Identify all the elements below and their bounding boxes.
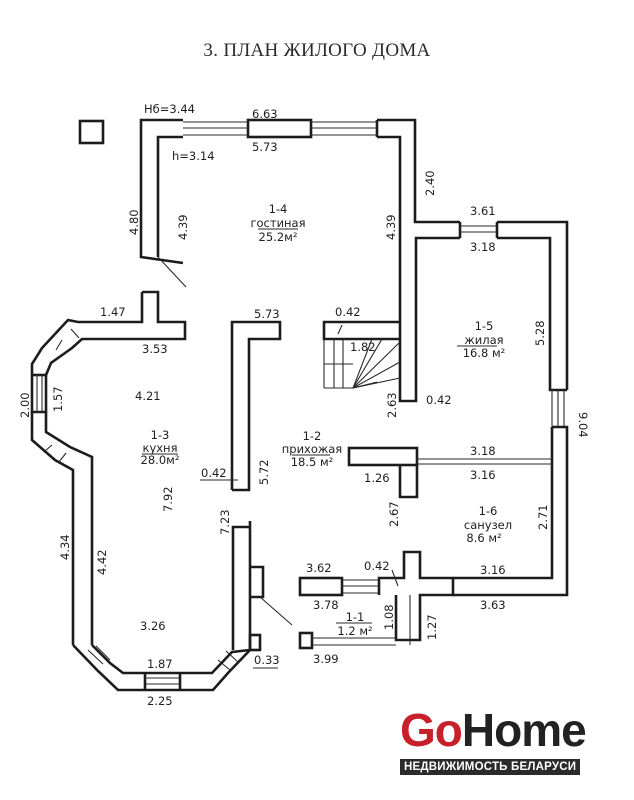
dim-kitchen-width: 4.21 bbox=[135, 389, 161, 403]
dim-top-inner: 5.73 bbox=[252, 140, 278, 154]
dim-bath-top-inner: 3.16 bbox=[470, 468, 496, 482]
vestibule-walls bbox=[298, 550, 455, 650]
dim-hall-partition-top: 5.73 bbox=[254, 307, 280, 321]
dim-bath-bottom-outer: 3.63 bbox=[480, 598, 506, 612]
room-area: 28.0м² bbox=[141, 453, 180, 467]
room-name: жилая bbox=[464, 333, 503, 347]
room-name: прихожая bbox=[282, 442, 342, 456]
dim-bedroom-right: 5.28 bbox=[533, 320, 547, 346]
room-area: 1.2 м² bbox=[337, 624, 372, 638]
room-name: кухня bbox=[143, 441, 178, 455]
dim-stair-width: 1.82 bbox=[350, 340, 376, 354]
dim-kitchen-left-inner: 4.42 bbox=[95, 549, 109, 575]
room-id: 1-2 bbox=[303, 429, 322, 443]
dim-bath-partition: 1.26 bbox=[364, 471, 390, 485]
dim-hall-partition-left: 0.42 bbox=[201, 466, 227, 480]
logo-tagline: НЕДВИЖИМОСТЬ БЕЛАРУСИ bbox=[400, 759, 581, 775]
room-area: 25.2м² bbox=[259, 230, 298, 244]
logo-home: Home bbox=[461, 704, 587, 756]
dim-bath-partition-height: 2.67 bbox=[387, 501, 401, 527]
dim-kitchen-corner: 0.33 bbox=[254, 653, 280, 667]
room-1-4-label: 1-4 гостиная 25.2м² bbox=[250, 202, 305, 244]
bathroom-walls bbox=[347, 425, 569, 597]
dim-living-left-inner: 4.39 bbox=[176, 214, 190, 240]
room-name: гостиная bbox=[250, 216, 305, 230]
dim-stair-wall: 0.42 bbox=[335, 305, 361, 319]
logo-go: Go bbox=[400, 704, 463, 756]
room-name: санузел bbox=[464, 518, 512, 532]
dim-kitchen-bottom-inner: 1.87 bbox=[147, 657, 173, 671]
dim-kitchen-bay-outer: 2.00 bbox=[18, 392, 32, 418]
room-area: 16.8 м² bbox=[463, 346, 506, 360]
dim-kitchen-bay-inner: 1.57 bbox=[51, 386, 65, 412]
room-id: 1-6 bbox=[479, 504, 498, 518]
room-1-1-label: 1-1 1.2 м² bbox=[336, 610, 373, 638]
room-id: 1-4 bbox=[269, 202, 288, 216]
dim-right-overall: 9.04 bbox=[576, 412, 590, 438]
dim-kitchen-left-outer: 4.34 bbox=[58, 534, 72, 560]
bedroom-walls bbox=[398, 220, 569, 427]
dim-stair-height: 2.63 bbox=[385, 392, 399, 418]
hall-partition bbox=[200, 320, 282, 492]
dim-top-outer: 6.63 bbox=[252, 107, 278, 121]
plan-title: 3. ПЛАН ЖИЛОГО ДОМА bbox=[203, 40, 431, 61]
dim-hall-partition-height: 5.72 bbox=[257, 459, 271, 485]
dim-kitchen-length: 7.92 bbox=[161, 486, 175, 512]
dim-bedroom-wall: 0.42 bbox=[426, 393, 452, 407]
dim-kitchen-right: 7.23 bbox=[218, 509, 232, 535]
column-marker bbox=[78, 119, 105, 145]
dim-kitchen-top-outer: 1.47 bbox=[100, 305, 126, 319]
dim-bedroom-top-inner: 3.18 bbox=[470, 240, 496, 254]
dim-bath-right: 2.71 bbox=[536, 504, 550, 530]
room-id: 1-5 bbox=[475, 319, 494, 333]
room-1-2-label: 1-2 прихожая 18.5 м² bbox=[282, 429, 342, 469]
room-area: 18.5 м² bbox=[291, 455, 334, 469]
dim-living-right-inner: 4.39 bbox=[384, 214, 398, 240]
room-id: 1-1 bbox=[346, 610, 365, 624]
living-room-walls bbox=[139, 118, 460, 322]
dim-kitchen-top-inner: 3.53 bbox=[142, 342, 168, 356]
room-1-3-label: 1-3 кухня 28.0м² bbox=[141, 428, 180, 467]
height-outer-label: Hб=3.44 bbox=[144, 102, 195, 116]
height-inner-label: h=3.14 bbox=[172, 149, 215, 163]
dim-vest-height-outer: 1.27 bbox=[425, 614, 439, 640]
kitchen-walls bbox=[30, 290, 293, 692]
dim-living-left-outer: 4.80 bbox=[127, 209, 141, 235]
room-area: 8.6 м² bbox=[466, 531, 501, 545]
staircase bbox=[322, 320, 401, 389]
dim-vest-bottom: 3.99 bbox=[313, 652, 339, 666]
dim-living-right-outer: 2.40 bbox=[423, 170, 437, 196]
dim-bath-top-outer: 3.18 bbox=[470, 444, 496, 458]
gohome-logo: GoHome НЕДВИЖИМОСТЬ БЕЛАРУСИ bbox=[400, 705, 595, 775]
dim-vest-height-inner: 1.08 bbox=[382, 604, 396, 630]
room-id: 1-3 bbox=[151, 428, 170, 442]
dim-bedroom-top-outer: 3.61 bbox=[470, 204, 496, 218]
dim-kitchen-bottom-width: 3.26 bbox=[140, 619, 166, 633]
logo-wordmark: GoHome bbox=[400, 705, 595, 755]
room-1-6-label: 1-6 санузел 8.6 м² bbox=[464, 504, 512, 545]
dim-bath-bottom-inner: 3.16 bbox=[480, 563, 506, 577]
dim-vest-top-inner: 3.78 bbox=[313, 598, 339, 612]
room-1-5-label: 1-5 жилая 16.8 м² bbox=[457, 319, 505, 360]
dim-vest-wall: 0.42 bbox=[364, 559, 390, 573]
dim-vest-top-outer: 3.62 bbox=[306, 561, 332, 575]
dim-kitchen-bottom-outer: 2.25 bbox=[147, 694, 173, 708]
